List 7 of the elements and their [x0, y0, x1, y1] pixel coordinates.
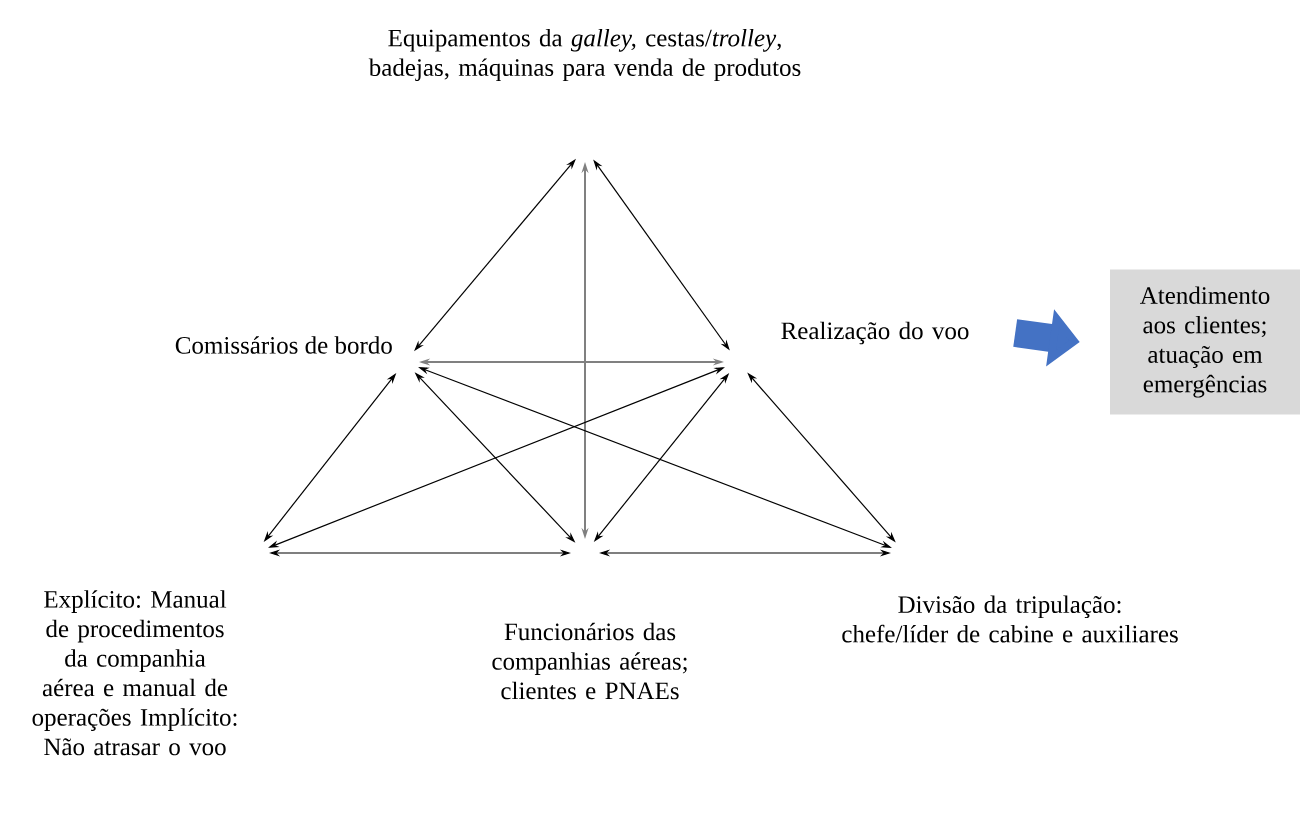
outcome-box: Atendimento aos clientes; atuação em emergências — [1110, 269, 1300, 415]
node-label: Equipamentos da galley, cestas/trolley, badejas, máquinas para venda de produtos — [368, 28, 801, 82]
node-label: Funcionários das companhias aéreas; clientes e PNAEs — [492, 622, 687, 700]
node-label: Explícito: Manual de procedimentos da companhia aérea e manual de operações Implícito: Não atrasar o voo — [32, 590, 237, 756]
node-label: Comissários de bordo — [175, 336, 392, 354]
node-label: Divisão da tripulação: chefe/líder de cabine e auxiliares — [842, 595, 1178, 643]
node-label: Realização do voo — [781, 321, 969, 345]
